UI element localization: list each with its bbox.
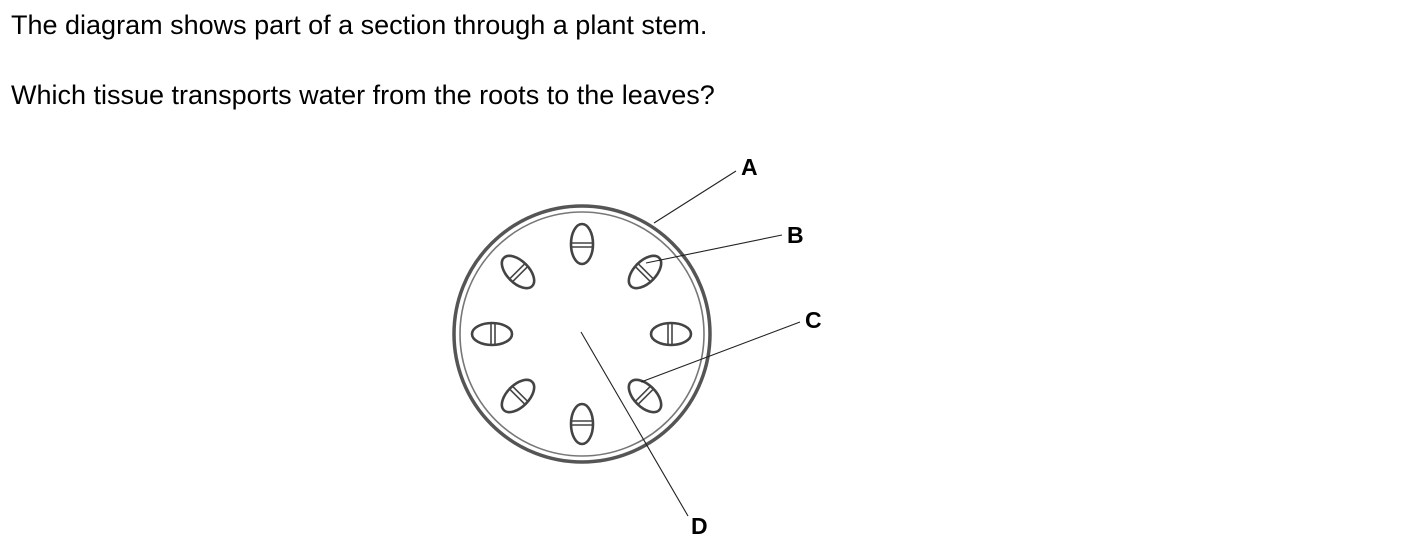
vascular-bundle-top-right <box>627 254 663 290</box>
label-c: C <box>805 307 822 333</box>
vascular-bundle-bottom-left <box>500 378 536 414</box>
question-prompt: Which tissue transports water from the r… <box>11 80 715 110</box>
stem-inner-ring <box>459 211 705 457</box>
vascular-bundle-right <box>649 321 693 347</box>
vascular-bundle-top <box>569 222 595 266</box>
label-b: B <box>787 222 804 248</box>
vascular-bundle-bottom-right <box>627 378 663 414</box>
leader-line-d <box>580 331 689 517</box>
question-intro: The diagram shows part of a section thro… <box>11 10 708 40</box>
stem-outer-ring <box>452 204 712 464</box>
vascular-bundle-left <box>470 321 514 347</box>
leader-line-b <box>645 234 783 264</box>
leader-line-a <box>653 170 737 224</box>
leader-line-c <box>640 321 801 383</box>
vascular-bundles <box>470 222 693 446</box>
vascular-bundle-bottom <box>569 402 595 446</box>
vascular-bundle-top-left <box>500 254 536 290</box>
leader-lines <box>580 170 801 517</box>
label-a: A <box>741 154 758 180</box>
label-d: D <box>691 513 708 539</box>
